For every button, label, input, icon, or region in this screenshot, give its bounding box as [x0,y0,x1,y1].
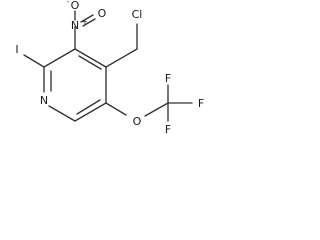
atom-fluorine-bottom: F [165,123,171,136]
atom-fluorine-right: F [198,97,204,110]
atom-ring-nitrogen: N [40,94,48,107]
bond-c2-i [23,54,45,68]
bond-nitro-o-right-b [82,18,96,27]
bond-c3-c4 [74,48,107,68]
atom-fluorine-top: F [165,72,171,85]
atom-label-layer: Cl I N N + O - O O F F F [15,0,204,136]
bond-c5-c6 [74,102,107,122]
atom-nitro-nitrogen: N [71,19,79,32]
bond-o-cf3 [144,102,169,117]
bond-layer [23,10,193,122]
bond-nitro-o-right-a [80,14,94,23]
bond-c6-n1 [48,105,76,122]
atom-nitro-oxygen-right: O [98,7,107,20]
bond-c4-c3-inner [78,55,102,70]
atom-iodine: I [15,43,18,56]
bond-c5-c6-inner [76,99,101,115]
molecule-structure-diagram: Cl I N N + O - O O F F F [15,0,204,136]
charge-nitro-oxygen-top: - [67,0,70,6]
atom-chlorine: Cl [132,8,143,21]
atom-ether-oxygen: O [133,115,142,128]
charge-nitro-nitrogen: + [82,18,88,26]
bond-c4-ch2 [105,48,138,68]
bond-c2-c3 [43,48,76,68]
atom-nitro-oxygen-top: O [71,0,80,12]
bond-c5-o [105,102,127,116]
